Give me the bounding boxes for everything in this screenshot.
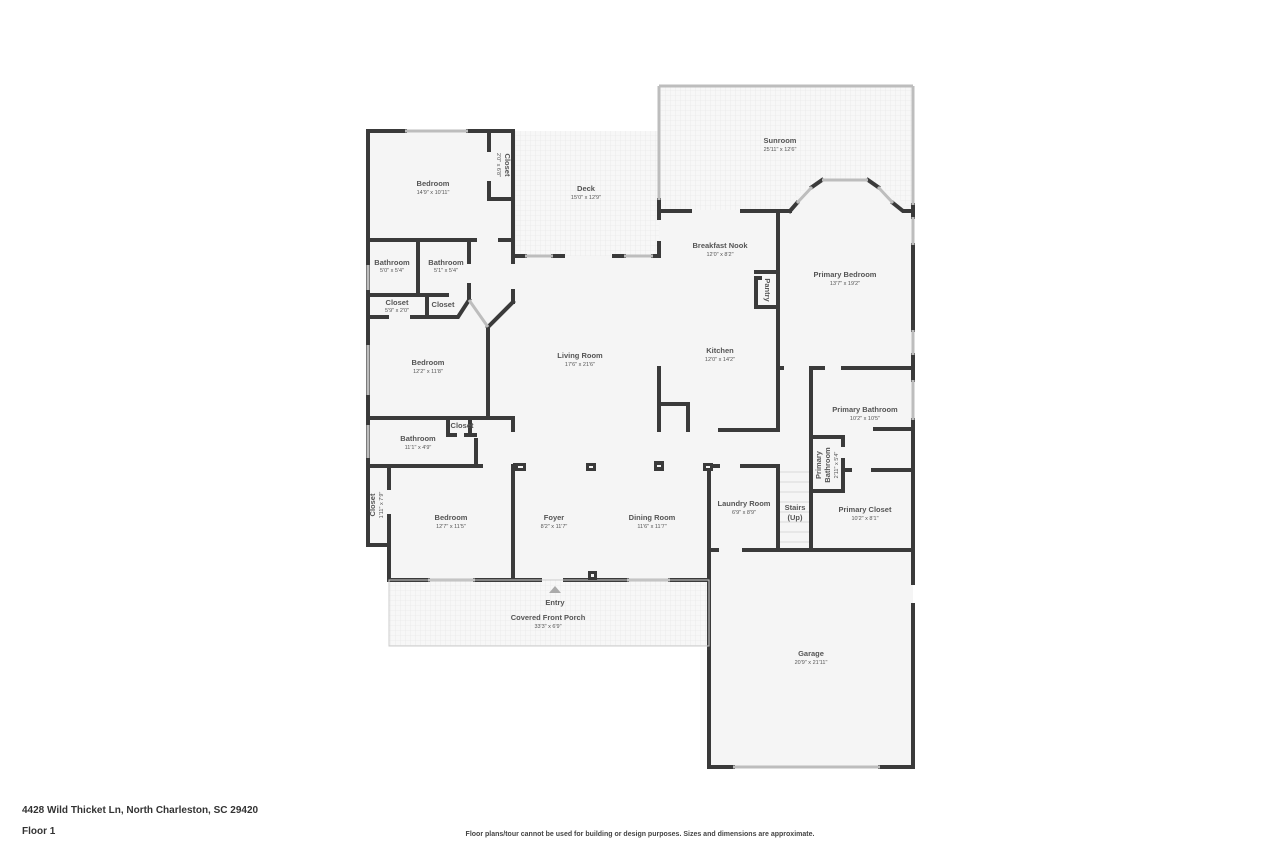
room-deck-dims: 15'0" x 12'9" [571, 195, 601, 201]
room-primary-bedroom: Primary Bedroom [814, 270, 877, 279]
room-bedroom-nw-dims: 14'9" x 10'11" [417, 190, 450, 196]
room-dining-room-dims: 11'6" x 11'7" [637, 524, 666, 530]
room-labels: Bedroom 14'9" x 10'11" Closet 2'0" x 6'8… [368, 136, 898, 666]
room-living-room-dims: 17'6" x 21'6" [565, 362, 595, 368]
porch-area [389, 580, 709, 646]
room-foyer-dims: 8'2" x 11'7" [541, 524, 568, 530]
room-sunroom-dims: 25'11" x 12'6" [764, 147, 797, 153]
room-covered-front-porch-dims: 33'3" x 6'9" [534, 624, 561, 630]
room-bedroom-w-dims: 12'2" x 11'8" [413, 369, 443, 375]
room-breakfast-nook: Breakfast Nook [692, 241, 748, 250]
room-primary-closet-dims: 10'2" x 8'1" [851, 516, 878, 522]
room-bathroom-2: Bathroom [428, 258, 464, 267]
room-closet-nw: Closet [503, 154, 512, 177]
room-primary-bedroom-dims: 13'7" x 19'2" [830, 281, 860, 287]
floor-label: Floor 1 [22, 826, 56, 837]
room-laundry-room-dims: 6'9" x 8'9" [732, 510, 756, 516]
room-pantry: Pantry [763, 278, 772, 302]
room-bedroom-sw: Bedroom [435, 513, 468, 522]
room-dining-room: Dining Room [629, 513, 676, 522]
room-closet-nw-dims: 2'0" x 6'8" [495, 153, 501, 177]
walls [366, 84, 915, 769]
room-closet-sw: Closet [368, 493, 377, 516]
room-stairs: Stairs [785, 503, 806, 512]
room-closet-w1: Closet [386, 298, 409, 307]
disclaimer: Floor plans/tour cannot be used for buil… [465, 831, 815, 838]
room-bedroom-nw: Bedroom [417, 179, 450, 188]
room-bathroom-3: Bathroom [400, 434, 436, 443]
room-primary-bathroom-small-dims: 2'11" x 5'4" [834, 452, 840, 479]
room-stairs-direction: (Up) [788, 513, 803, 522]
room-bathroom-3-dims: 11'1" x 4'9" [405, 445, 432, 451]
room-primary-closet: Primary Closet [839, 505, 892, 514]
room-closet-w1-dims: 5'9" x 2'0" [385, 308, 409, 314]
room-bedroom-w: Bedroom [412, 358, 445, 367]
room-closet-sw-dims: 1'11" x 7'9" [379, 492, 385, 519]
room-primary-bathroom-small-line1: Primary [814, 450, 823, 479]
room-kitchen: Kitchen [706, 346, 734, 355]
room-garage: Garage [798, 649, 824, 658]
room-bathroom-2-dims: 5'1" x 5'4" [434, 268, 458, 274]
room-living-room: Living Room [557, 351, 603, 360]
room-foyer: Foyer [544, 513, 565, 522]
deck-area [513, 131, 659, 256]
entry-arrow-icon [549, 586, 561, 593]
room-breakfast-nook-dims: 12'0" x 8'2" [706, 252, 733, 258]
room-laundry-room: Laundry Room [718, 499, 771, 508]
room-covered-front-porch: Covered Front Porch [511, 613, 586, 622]
room-bedroom-sw-dims: 12'7" x 11'5" [436, 524, 466, 530]
room-garage-dims: 20'9" x 21'11" [795, 660, 828, 666]
room-bathroom-1: Bathroom [374, 258, 410, 267]
room-primary-bathroom: Primary Bathroom [832, 405, 898, 414]
room-kitchen-dims: 12'0" x 14'2" [705, 357, 735, 363]
room-sunroom: Sunroom [764, 136, 797, 145]
room-primary-bathroom-small-line2: Bathroom [823, 447, 832, 483]
stairs-treads [780, 471, 810, 543]
property-address: 4428 Wild Thicket Ln, North Charleston, … [22, 805, 259, 816]
room-bathroom-1-dims: 5'0" x 5'4" [380, 268, 404, 274]
room-primary-bathroom-dims: 10'2" x 10'5" [850, 416, 880, 422]
room-closet-w3: Closet [451, 421, 474, 430]
entry-label: Entry [545, 598, 565, 607]
room-closet-w2: Closet [432, 300, 455, 309]
room-deck: Deck [577, 184, 596, 193]
pillars [513, 461, 713, 580]
